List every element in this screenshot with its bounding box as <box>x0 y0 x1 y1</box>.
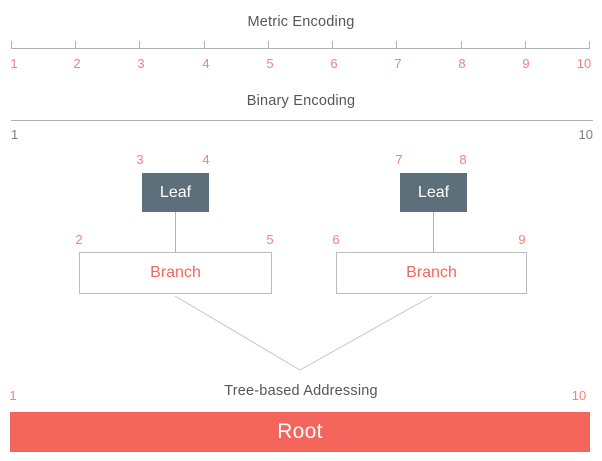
leaf-node-1: Leaf <box>142 173 209 212</box>
branch2-range-start: 6 <box>332 232 340 247</box>
leaf2-branch2-connector <box>433 212 434 252</box>
root-range-end: 10 <box>571 388 587 403</box>
ruler-tick-label: 5 <box>266 56 274 71</box>
ruler-tick-label: 8 <box>458 56 466 71</box>
tree-addressing-title: Tree-based Addressing <box>224 383 378 399</box>
branch1-range-start: 2 <box>75 232 83 247</box>
binary-encoding-line <box>11 120 593 121</box>
binary-encoding-title: Binary Encoding <box>246 93 356 109</box>
binary-start-label: 1 <box>11 127 19 142</box>
leaf2-range-end: 8 <box>459 152 467 167</box>
leaf1-range-end: 4 <box>202 152 210 167</box>
ruler-tick <box>268 41 269 49</box>
leaf1-range-start: 3 <box>136 152 144 167</box>
leaf2-range-start: 7 <box>395 152 403 167</box>
binary-end-label: 10 <box>578 127 593 142</box>
ruler-tick <box>332 41 333 49</box>
leaf1-branch1-connector <box>175 212 176 252</box>
branch-node-2: Branch <box>336 252 527 294</box>
ruler-tick-label: 3 <box>137 56 145 71</box>
ruler-tick-label: 10 <box>576 56 592 71</box>
branch2-range-end: 9 <box>518 232 526 247</box>
branch-node-1: Branch <box>79 252 272 294</box>
ruler-tick <box>204 41 205 49</box>
ruler-tick-label: 4 <box>202 56 210 71</box>
metric-encoding-title: Metric Encoding <box>247 14 355 30</box>
root-node: Root <box>10 412 590 452</box>
ruler-tick <box>461 41 462 49</box>
ruler-tick-label: 9 <box>522 56 530 71</box>
root-range-start: 1 <box>9 388 17 403</box>
ruler-tick <box>139 41 140 49</box>
ruler-tick-label: 2 <box>73 56 81 71</box>
ruler-tick <box>11 41 12 49</box>
ruler-tick-label: 1 <box>10 56 18 71</box>
metric-ruler-line <box>11 48 589 49</box>
ruler-tick <box>396 41 397 49</box>
ruler-tick <box>525 41 526 49</box>
leaf-node-2: Leaf <box>400 173 467 212</box>
ruler-tick-label: 6 <box>330 56 338 71</box>
branch1-range-end: 5 <box>266 232 274 247</box>
ruler-tick <box>75 41 76 49</box>
ruler-tick <box>589 41 590 49</box>
ruler-tick-label: 7 <box>394 56 402 71</box>
